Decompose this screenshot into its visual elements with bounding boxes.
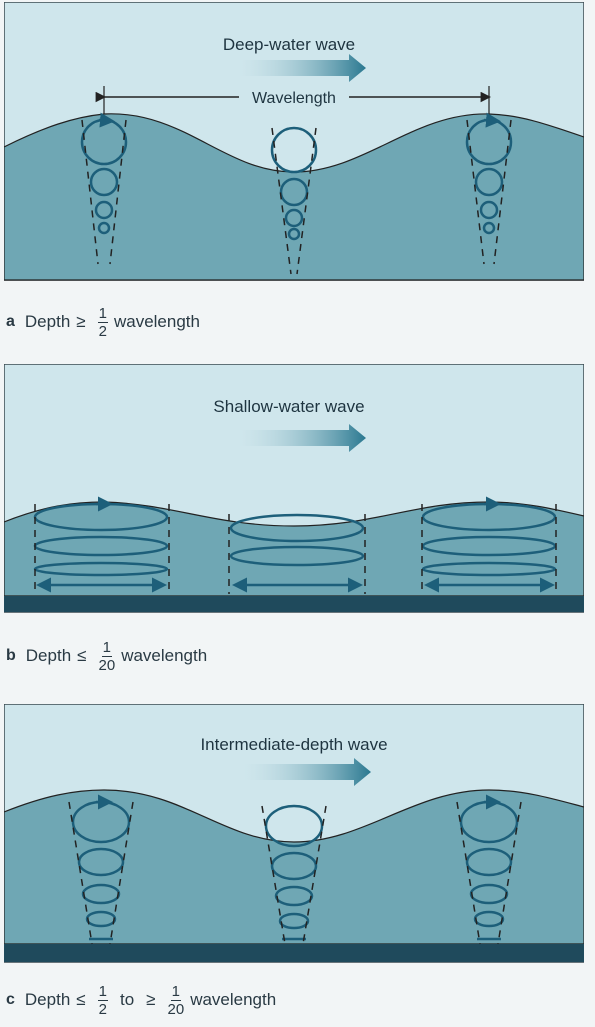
propagation-arrow <box>239 54 366 82</box>
orbit-column-right <box>456 794 522 945</box>
orbit-column-middle <box>261 804 327 945</box>
orbit-column-middle <box>228 513 366 594</box>
water-body <box>4 789 584 945</box>
panel-shallow-water: Shallow-water wave <box>4 364 584 614</box>
seafloor <box>4 596 584 612</box>
orbit-column-left <box>33 496 170 594</box>
orbit-column-right <box>465 112 513 265</box>
wave-title: Shallow-water wave <box>213 397 364 416</box>
orbit-column-right <box>421 496 557 594</box>
orbit-column-left <box>68 794 134 945</box>
seafloor <box>4 944 584 962</box>
panel-intermediate-depth: Intermediate-depth wave <box>4 704 584 964</box>
intermediate-depth-diagram: Intermediate-depth wave <box>4 704 584 963</box>
deep-water-diagram: Deep-water wave Wavelength <box>4 2 584 281</box>
propagation-arrow <box>244 758 371 786</box>
orbit-column-left <box>80 112 128 265</box>
wave-title: Intermediate-depth wave <box>200 735 387 754</box>
orbit-column-middle <box>270 126 318 275</box>
shallow-water-diagram: Shallow-water wave <box>4 364 584 613</box>
wavelength-label: Wavelength <box>252 90 336 107</box>
wave-title: Deep-water wave <box>223 35 355 54</box>
propagation-arrow <box>239 424 366 452</box>
panel-deep-water: Deep-water wave Wavelength <box>4 2 584 282</box>
